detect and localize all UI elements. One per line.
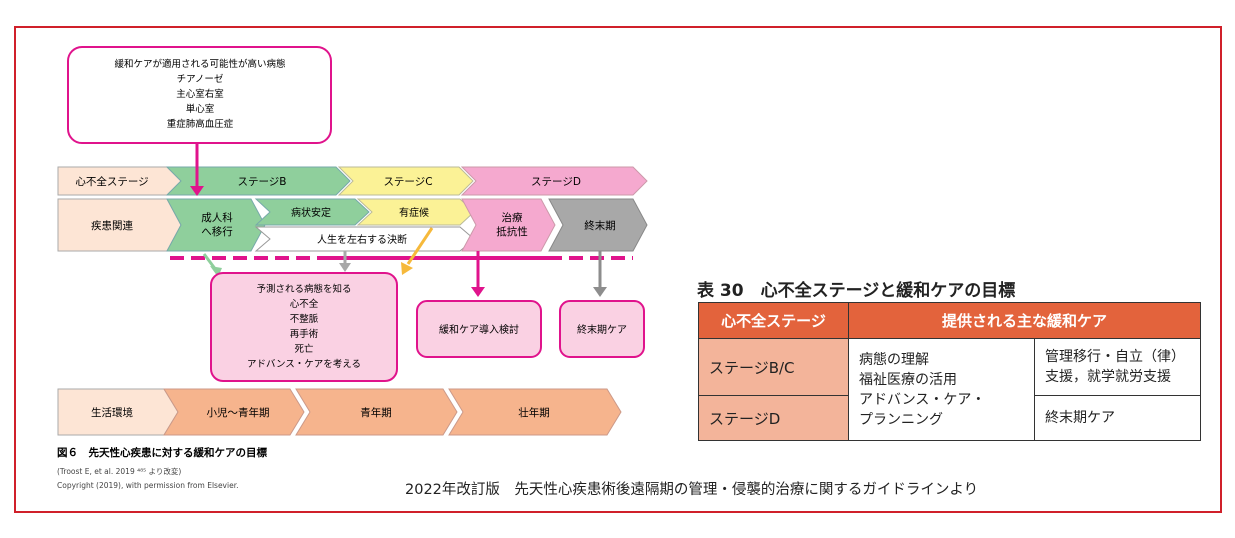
youth-arrow: [295, 388, 458, 436]
adult-transfer-line: 成人科: [201, 211, 233, 224]
callout-top-line: 緩和ケアが適用される可能性が高い病態: [114, 58, 285, 70]
table-header-stage: 心不全ステージ: [698, 302, 849, 339]
end-stage-label: 終末期: [584, 219, 616, 232]
child-youth-label: 小児〜青年期: [207, 406, 270, 419]
predict-line: 再手術: [290, 328, 319, 340]
callout-top-line: 主心室右室: [176, 88, 224, 100]
care-line: 病態の理解: [859, 351, 929, 368]
care-line: 福祉医療の活用: [859, 371, 957, 388]
stage-care-table: 心不全ステージ 提供される主な緩和ケア ステージB/C 病態の理解 福祉医療の活…: [698, 302, 1201, 441]
yellow-arrow-head: [401, 262, 413, 275]
refractory-line: 治療: [502, 211, 523, 224]
stable-label: 病状安定: [291, 206, 331, 219]
life-row-label: 生活環境: [91, 406, 133, 419]
predict-line: 予測される病態を知る: [256, 283, 351, 295]
stage-d-arrow: [460, 166, 648, 196]
stable-arrow: [254, 198, 370, 226]
copyright-note: Copyright (2019), with permission from E…: [57, 481, 238, 490]
care-cell: 病態の理解 福祉医療の活用 アドバンス・ケア・ プランニング: [848, 338, 1035, 441]
adult-label: 壮年期: [518, 406, 550, 419]
predict-line: 心不全: [290, 298, 319, 310]
stage-cell: ステージB/C: [698, 338, 849, 396]
goal-line: 管理移行・自立（律）: [1045, 349, 1185, 365]
adult-transfer-arrow: [166, 198, 266, 252]
end-of-life-care-box: [559, 300, 645, 358]
symptomatic-arrow: [356, 198, 475, 226]
palliative-care-diagram: 緩和ケアが適用される可能性が高い病態 チアノーゼ 主心室右室 単心室 重症肺高血…: [57, 46, 648, 490]
table-header-care: 提供される主な緩和ケア: [848, 302, 1201, 339]
predict-line: 死亡: [294, 343, 313, 355]
goal-cell: 終末期ケア: [1034, 395, 1201, 441]
disease-row-label: 疾患関連: [91, 219, 133, 232]
figure-frame: [14, 26, 1222, 513]
stage-d-label: ステージD: [531, 176, 581, 188]
dark-gray-arrow-head: [593, 287, 607, 297]
care-line: プランニング: [859, 411, 943, 428]
callout-top-line: 重症肺高血圧症: [167, 118, 234, 130]
palliative-review-label: 緩和ケア導入検討: [439, 323, 519, 336]
figure-caption: 図６ 先天性心疾患に対する緩和ケアの目標: [57, 446, 267, 459]
child-youth-arrow: [163, 388, 305, 436]
predict-line: 不整脈: [290, 313, 319, 325]
adult-arrow: [448, 388, 622, 436]
life-decision-label: 人生を左右する決断: [317, 233, 407, 246]
stage-b-label: ステージB: [238, 176, 287, 188]
goal-line: 支援，就学就労支援: [1045, 369, 1171, 385]
palliative-review-box: [416, 300, 542, 358]
refractory-arrow: [461, 198, 556, 252]
youth-label: 青年期: [360, 406, 392, 419]
adult-transfer-line: へ移行: [201, 225, 233, 238]
callout-top-line: チアノーゼ: [177, 73, 224, 85]
stage-cell: ステージD: [698, 395, 849, 441]
high-likelihood-callout: [67, 46, 332, 144]
care-line: アドバンス・ケア・: [859, 391, 986, 408]
stage-row-label: 心不全ステージ: [75, 175, 148, 188]
table-header-row: 心不全ステージ 提供される主な緩和ケア: [698, 302, 1201, 339]
gray-arrow-head: [339, 263, 351, 272]
table-row: ステージD 終末期ケア: [698, 395, 1201, 441]
predicted-conditions-callout: [210, 272, 398, 382]
stage-b-arrow: [165, 166, 351, 196]
end-stage-arrow: [548, 198, 648, 252]
callout-arrow-head: [190, 186, 204, 196]
refractory-line: 抵抗性: [496, 225, 528, 238]
goal-cell: 管理移行・自立（律） 支援，就学就労支援: [1034, 338, 1201, 396]
stage-c-label: ステージC: [383, 176, 432, 188]
yellow-arrow-line: [406, 227, 434, 265]
stage-c-arrow: [337, 166, 474, 196]
source-note: 2022年改訂版 先天性心疾患術後遠隔期の管理・侵襲的治療に関するガイドラインよ…: [405, 482, 979, 498]
callout-top-line: 単心室: [186, 103, 215, 115]
end-of-life-care-label: 終末期ケア: [577, 323, 627, 336]
table-row: ステージB/C 病態の理解 福祉医療の活用 アドバンス・ケア・ プランニング 管…: [698, 338, 1201, 441]
predict-line: アドバンス・ケアを考える: [247, 359, 361, 370]
symptomatic-label: 有症候: [399, 206, 429, 219]
table-title: 表 30 心不全ステージと緩和ケアの目標: [697, 281, 1016, 301]
citation: (Troost E, et al. 2019 ⁴⁸⁵ より改変): [57, 466, 181, 476]
magenta-arrow-head: [471, 287, 485, 297]
